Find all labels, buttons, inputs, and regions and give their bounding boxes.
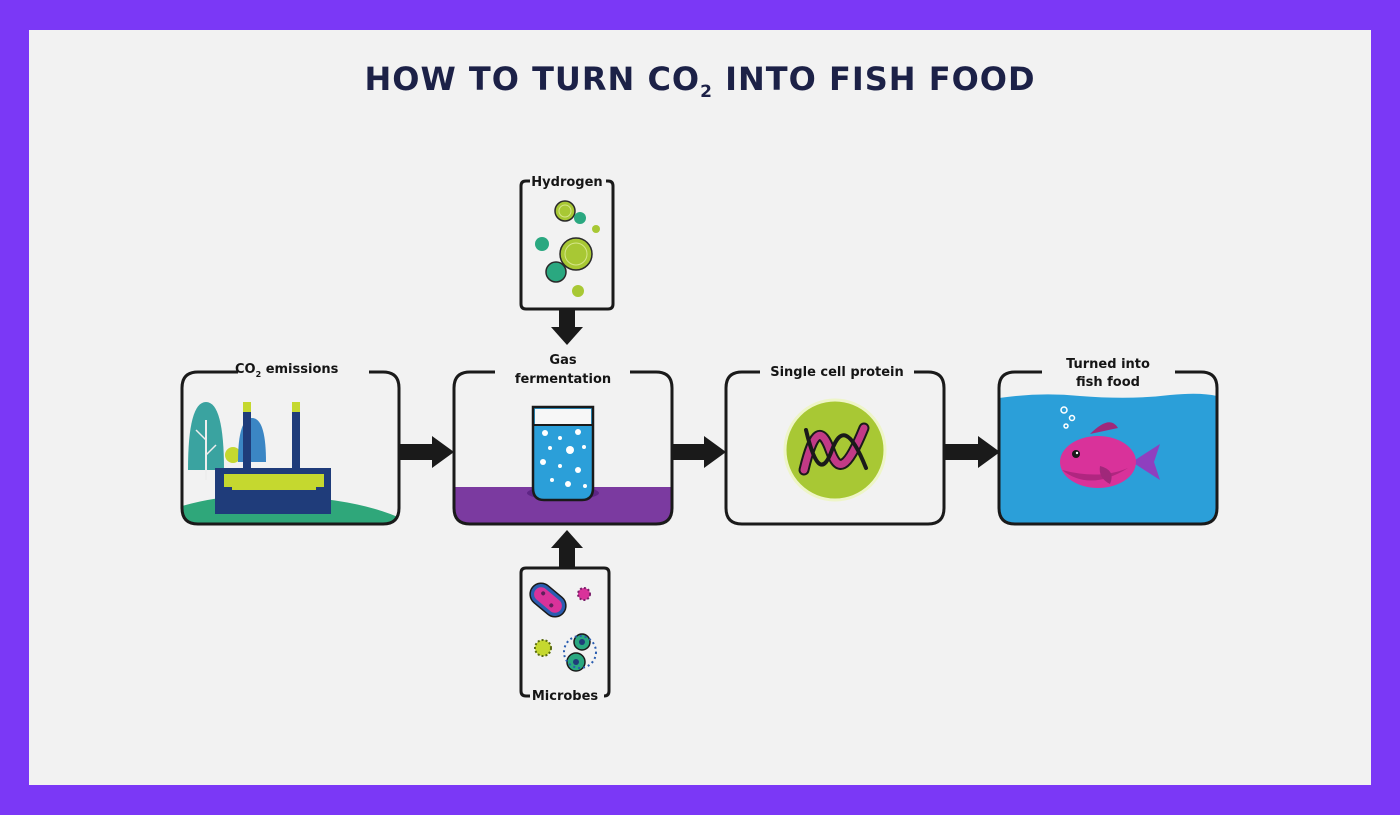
factory-icon xyxy=(182,402,399,524)
fish-label-line1: Turned into xyxy=(1066,357,1150,372)
stage-gas-fermentation: Gas fermentation xyxy=(452,353,674,526)
arrow-gas-to-protein xyxy=(672,436,726,468)
hydrogen-bubbles-icon xyxy=(535,200,600,297)
arrow-microbes-up xyxy=(551,530,583,568)
input-hydrogen: Hydrogen xyxy=(519,175,615,311)
input-microbes: Microbes xyxy=(519,566,611,704)
gas-label-line1: Gas xyxy=(549,353,576,368)
bioreactor-icon xyxy=(454,405,672,524)
stage-co2-emissions: CO2 emissions xyxy=(180,362,401,526)
diagram-title: HOW TO TURN CO2 INTO FISH FOOD xyxy=(364,60,1036,102)
microbes-label: Microbes xyxy=(532,689,599,704)
microbes-icon xyxy=(529,582,597,672)
arrow-protein-to-fish xyxy=(944,436,1000,468)
gas-label-line2: fermentation xyxy=(515,372,611,387)
stage-single-cell-protein: Single cell protein xyxy=(724,365,946,526)
arrow-hydrogen-down xyxy=(551,309,583,345)
fish-label-line2: fish food xyxy=(1076,375,1140,390)
hydrogen-label: Hydrogen xyxy=(531,175,602,190)
protein-cell-icon xyxy=(783,398,887,502)
gas-bubbles xyxy=(540,429,587,488)
protein-label: Single cell protein xyxy=(770,365,904,380)
fish-icon xyxy=(1060,406,1160,488)
co2-emissions-label: CO2 emissions xyxy=(235,362,339,379)
stage-fish-food: Turned into fish food xyxy=(997,357,1219,526)
arrow-co2-to-gas xyxy=(400,436,454,468)
